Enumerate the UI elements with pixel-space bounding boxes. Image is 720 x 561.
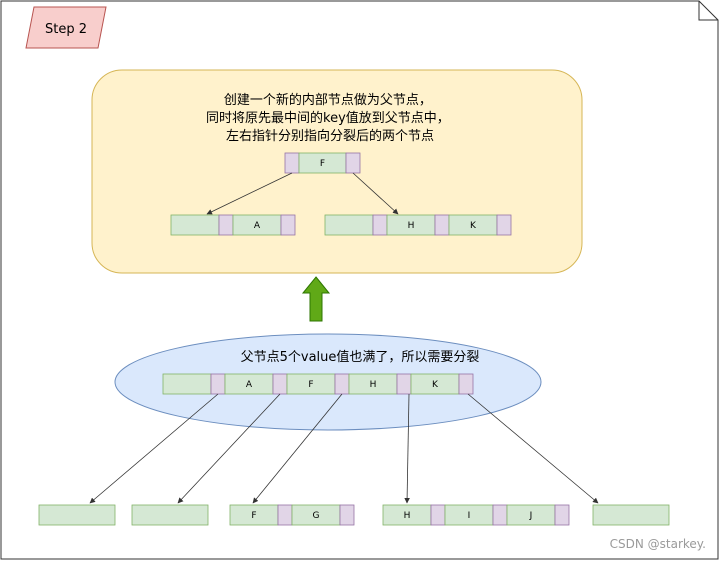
right-child-key-k: K [470, 221, 477, 231]
full-key-a: A [246, 380, 253, 390]
watermark: CSDN @starkey. [610, 537, 706, 551]
up-arrow [301, 276, 331, 322]
result-text: 创建一个新的内部节点做为父节点， 同时将原先最中间的key值放到父节点中， 左右… [206, 92, 454, 144]
new-parent-node: F [284, 152, 361, 174]
leaf4-key-i: I [468, 511, 471, 521]
arrow-parent-to-left [206, 172, 293, 215]
result-line-3: 左右指针分别指向分裂后的两个节点 [226, 128, 434, 144]
right-child-node: H K [324, 214, 512, 236]
step-label-text: Step 2 [45, 22, 87, 37]
arrow-ptr3-to-leaf3 [252, 393, 343, 504]
arrow-parent-to-right [352, 172, 399, 215]
leaf-node-2 [131, 504, 209, 526]
arrow-ptr1-to-leaf1 [89, 393, 219, 504]
leaf-node-4: H I J [382, 504, 570, 526]
arrow-ptr2-to-leaf2 [177, 393, 281, 504]
left-child-key-a: A [254, 221, 261, 231]
arrow-ptr4-to-leaf4 [404, 393, 410, 504]
leaf4-key-h: H [404, 511, 411, 521]
leaf3-key-g: G [313, 511, 320, 521]
leaf-node-1 [38, 504, 116, 526]
full-internal-node: A F H K [162, 373, 474, 395]
arrow-ptr5-to-leaf5 [467, 393, 599, 504]
right-child-key-h: H [408, 221, 415, 231]
full-node-text: 父节点5个value值也满了，所以需要分裂 [241, 349, 480, 365]
full-key-k: K [432, 380, 439, 390]
leaf-node-5 [592, 504, 670, 526]
page-fold [698, 1, 718, 21]
leaf3-key-f: F [251, 511, 256, 521]
full-key-h: H [370, 380, 377, 390]
result-line-1: 创建一个新的内部节点做为父节点， [224, 92, 432, 108]
step-label: Step 2 [25, 6, 107, 49]
left-child-node: A [170, 214, 296, 236]
full-key-f: F [308, 380, 313, 390]
leaf-node-3: F G [229, 504, 355, 526]
leaf4-key-j: J [529, 511, 533, 521]
result-line-2: 同时将原先最中间的key值放到父节点中， [206, 110, 450, 126]
parent-key-f: F [320, 159, 325, 169]
